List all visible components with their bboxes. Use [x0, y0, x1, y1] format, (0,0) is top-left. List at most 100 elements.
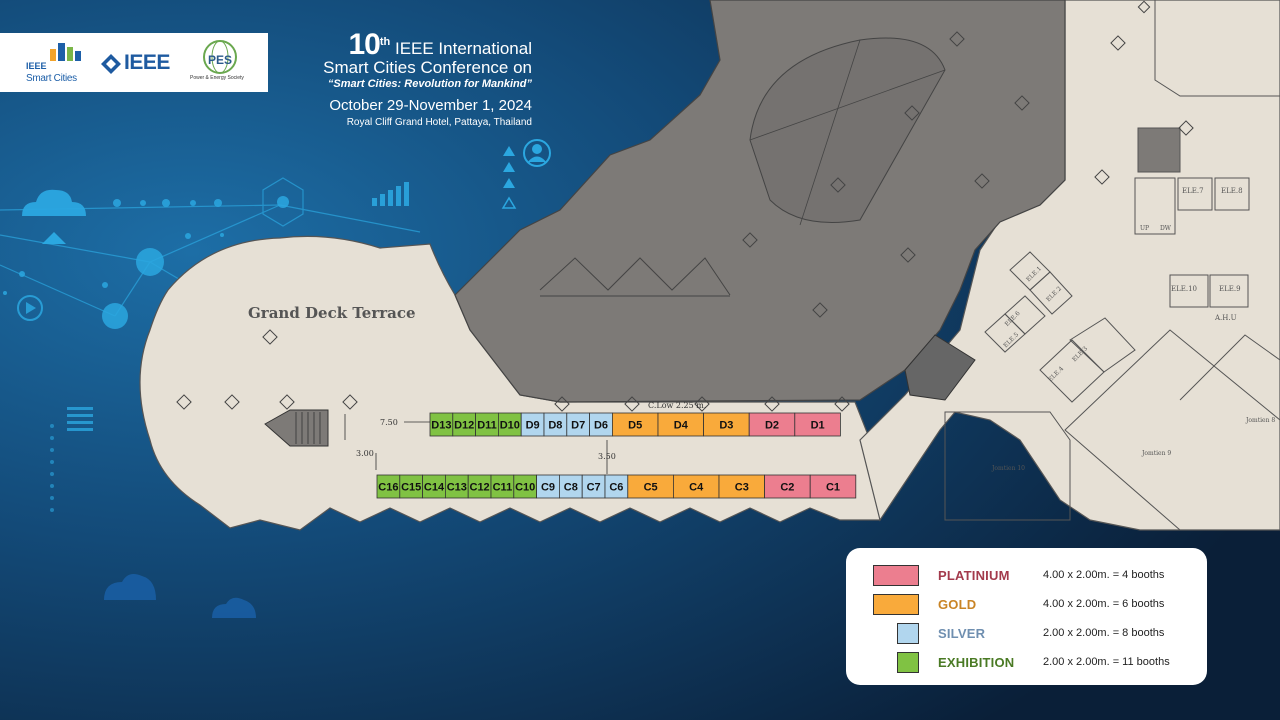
legend-tier-name: EXHIBITION	[938, 655, 1015, 670]
booth-d3[interactable]: D3	[703, 412, 750, 437]
cloud-icon	[104, 574, 156, 600]
booth-c16[interactable]: C16	[376, 474, 401, 499]
booth-d7[interactable]: D7	[566, 412, 590, 437]
booth-c8[interactable]: C8	[559, 474, 583, 499]
stair-dw-label: DW	[1160, 225, 1172, 232]
booth-label: D11	[477, 420, 497, 432]
room-label-ele7: ELE.7	[1182, 187, 1204, 195]
booth-label: C4	[689, 482, 704, 494]
booth-label: C1	[826, 482, 840, 494]
list-icon	[67, 407, 93, 431]
booth-box	[794, 412, 841, 437]
booth-d11[interactable]: D11	[475, 412, 499, 437]
booth-c14[interactable]: C14	[422, 474, 446, 499]
booth-label: D12	[454, 420, 474, 432]
room-label-ahu: A.H.U	[1214, 314, 1237, 322]
booth-label: C5	[644, 482, 658, 494]
room-label-jomtien9: Jomtien 9	[1141, 450, 1171, 457]
booth-label: C6	[609, 482, 623, 494]
booth-c2[interactable]: C2	[764, 474, 811, 499]
booth-label: D3	[719, 420, 733, 432]
booth-c3[interactable]: C3	[718, 474, 765, 499]
sponsor-logo-card: IEEE Smart Cities IEEE PES Power & Energ…	[0, 33, 268, 92]
legend-swatch	[873, 565, 919, 586]
booth-label: D9	[526, 420, 540, 432]
dim-label-350: 3.50	[598, 452, 616, 461]
booth-c6[interactable]: C6	[604, 474, 629, 499]
legend-swatch	[897, 652, 919, 673]
terrace-label: Grand Deck Terrace	[248, 304, 416, 322]
booth-label: C8	[564, 482, 578, 494]
booth-label: D2	[765, 420, 779, 432]
booth-c10[interactable]: C10	[513, 474, 537, 499]
ieee-logo-text: IEEE	[124, 51, 170, 74]
booth-d13[interactable]: D13	[429, 412, 454, 437]
legend-tier-name: GOLD	[938, 597, 977, 612]
terrace-floor	[139, 235, 881, 531]
smart-cities-logo: IEEE Smart Cities	[26, 41, 88, 85]
booth-d6[interactable]: D6	[589, 412, 613, 437]
booth-label: C12	[470, 482, 490, 494]
legend-swatch	[897, 623, 919, 644]
booth-label: C15	[401, 482, 421, 494]
booth-d9[interactable]: D9	[520, 412, 545, 437]
booth-label: C2	[780, 482, 794, 494]
booth-d8[interactable]: D8	[543, 412, 568, 437]
booth-c4[interactable]: C4	[673, 474, 720, 499]
conference-dates: October 29-November 1, 2024	[329, 97, 532, 114]
booth-label: C13	[447, 482, 467, 494]
bar-chart-icon	[372, 182, 409, 206]
booth-d1[interactable]: D1	[794, 412, 841, 437]
booth-label: D6	[594, 420, 608, 432]
booth-c9[interactable]: C9	[536, 474, 560, 499]
booth-c1[interactable]: C1	[809, 474, 857, 499]
smart-cities-logo-top: IEEE	[26, 61, 47, 71]
booth-label: C16	[378, 482, 398, 494]
legend-tier-desc: 2.00 x 2.00m. = 8 booths	[1043, 627, 1165, 639]
booth-c11[interactable]: C11	[490, 474, 515, 499]
booth-d4[interactable]: D4	[657, 412, 704, 437]
edition-number: 10	[348, 28, 380, 61]
dim-label-clow: C.Low 2.25 m.	[648, 401, 706, 410]
booth-label: C10	[515, 482, 535, 494]
legend-row-silver: SILVER 2.00 x 2.00m. = 8 booths	[846, 621, 1207, 645]
booth-label: C11	[493, 482, 513, 494]
booth-label: D8	[548, 420, 562, 432]
legend-tier-desc: 4.00 x 2.00m. = 4 booths	[1043, 569, 1165, 581]
booth-d5[interactable]: D5	[612, 412, 659, 437]
legend-swatch	[873, 594, 919, 615]
booth-c12[interactable]: C12	[467, 474, 492, 499]
dim-label-750: 7.50	[380, 418, 398, 427]
user-icon	[523, 139, 551, 167]
smart-cities-logo-bottom: Smart Cities	[26, 73, 77, 84]
edition-suffix: th	[379, 36, 391, 49]
booth-label: C7	[587, 482, 601, 494]
booth-c5[interactable]: C5	[627, 474, 674, 499]
booth-c13[interactable]: C13	[444, 474, 469, 499]
booth-c7[interactable]: C7	[581, 474, 606, 499]
pes-logo-sub: Power & Energy Society	[190, 75, 244, 81]
room-label-jomtien10: Jomtien 10	[991, 465, 1025, 472]
booth-d10[interactable]: D10	[497, 412, 522, 437]
room-label-ele8: ELE.8	[1221, 187, 1243, 195]
title-text-line1: IEEE International	[394, 39, 532, 58]
booth-d12[interactable]: D12	[452, 412, 476, 437]
booth-box	[809, 474, 857, 499]
booth-d2[interactable]: D2	[748, 412, 796, 437]
pes-logo-text: PES	[208, 53, 233, 67]
stair-terrace	[264, 409, 329, 447]
ieee-diamond-icon	[101, 54, 121, 74]
booth-c15[interactable]: C15	[399, 474, 423, 499]
booth-label: D7	[571, 420, 585, 432]
globe-icon	[203, 40, 237, 74]
play-icon	[26, 302, 36, 314]
booth-label: C9	[541, 482, 555, 494]
city-icon	[50, 43, 81, 61]
legend-tier-name: SILVER	[938, 626, 986, 641]
triangle-icons	[501, 146, 517, 209]
cloud-icon	[212, 597, 256, 618]
